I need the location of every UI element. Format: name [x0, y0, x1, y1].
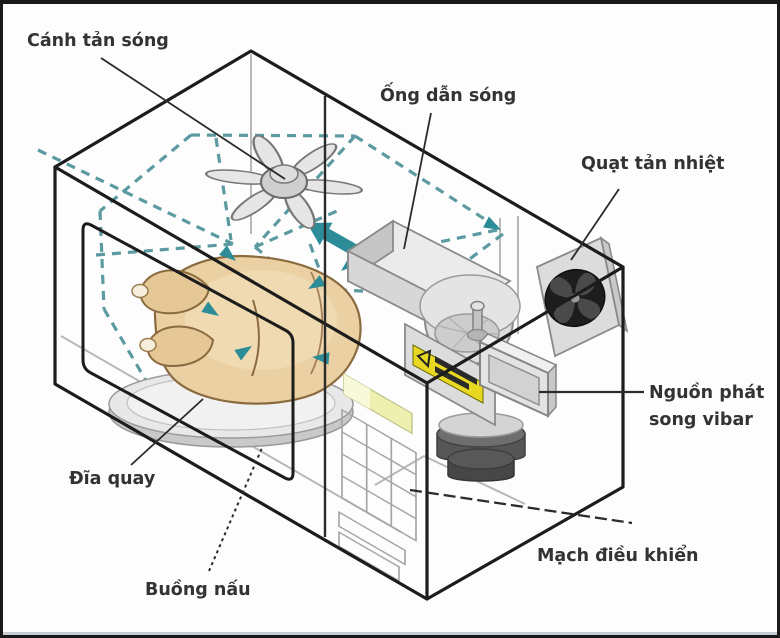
door-window-outline: [81, 222, 295, 481]
stirrer-fan-illustration: [204, 135, 364, 229]
label-pointer-lines: [100, 57, 644, 572]
cooling-fan-illustration: [535, 236, 629, 358]
label-magnetron-line2: song vibar: [649, 410, 753, 430]
label-magnetron: Nguồn phát song vibar: [649, 380, 764, 434]
control-panel: [338, 372, 417, 583]
keypad: [338, 408, 417, 583]
label-wave-stirrer: Cánh tản sóng: [27, 31, 169, 51]
label-turntable: Đĩa quay: [69, 469, 156, 489]
image-bottom-edge: [3, 632, 777, 635]
label-control-board: Mạch điều khiển: [537, 546, 699, 566]
oven-outline: [53, 49, 625, 601]
label-waveguide: Ống dẫn sóng: [380, 86, 517, 106]
magnetron-illustration: [404, 274, 558, 482]
microwave-diagram-art: [37, 49, 644, 601]
label-cooling-fan: Quạt tản nhiệt: [581, 154, 725, 174]
label-magnetron-line1: Nguồn phát: [649, 383, 765, 403]
label-cavity: Buồng nấu: [145, 580, 251, 600]
